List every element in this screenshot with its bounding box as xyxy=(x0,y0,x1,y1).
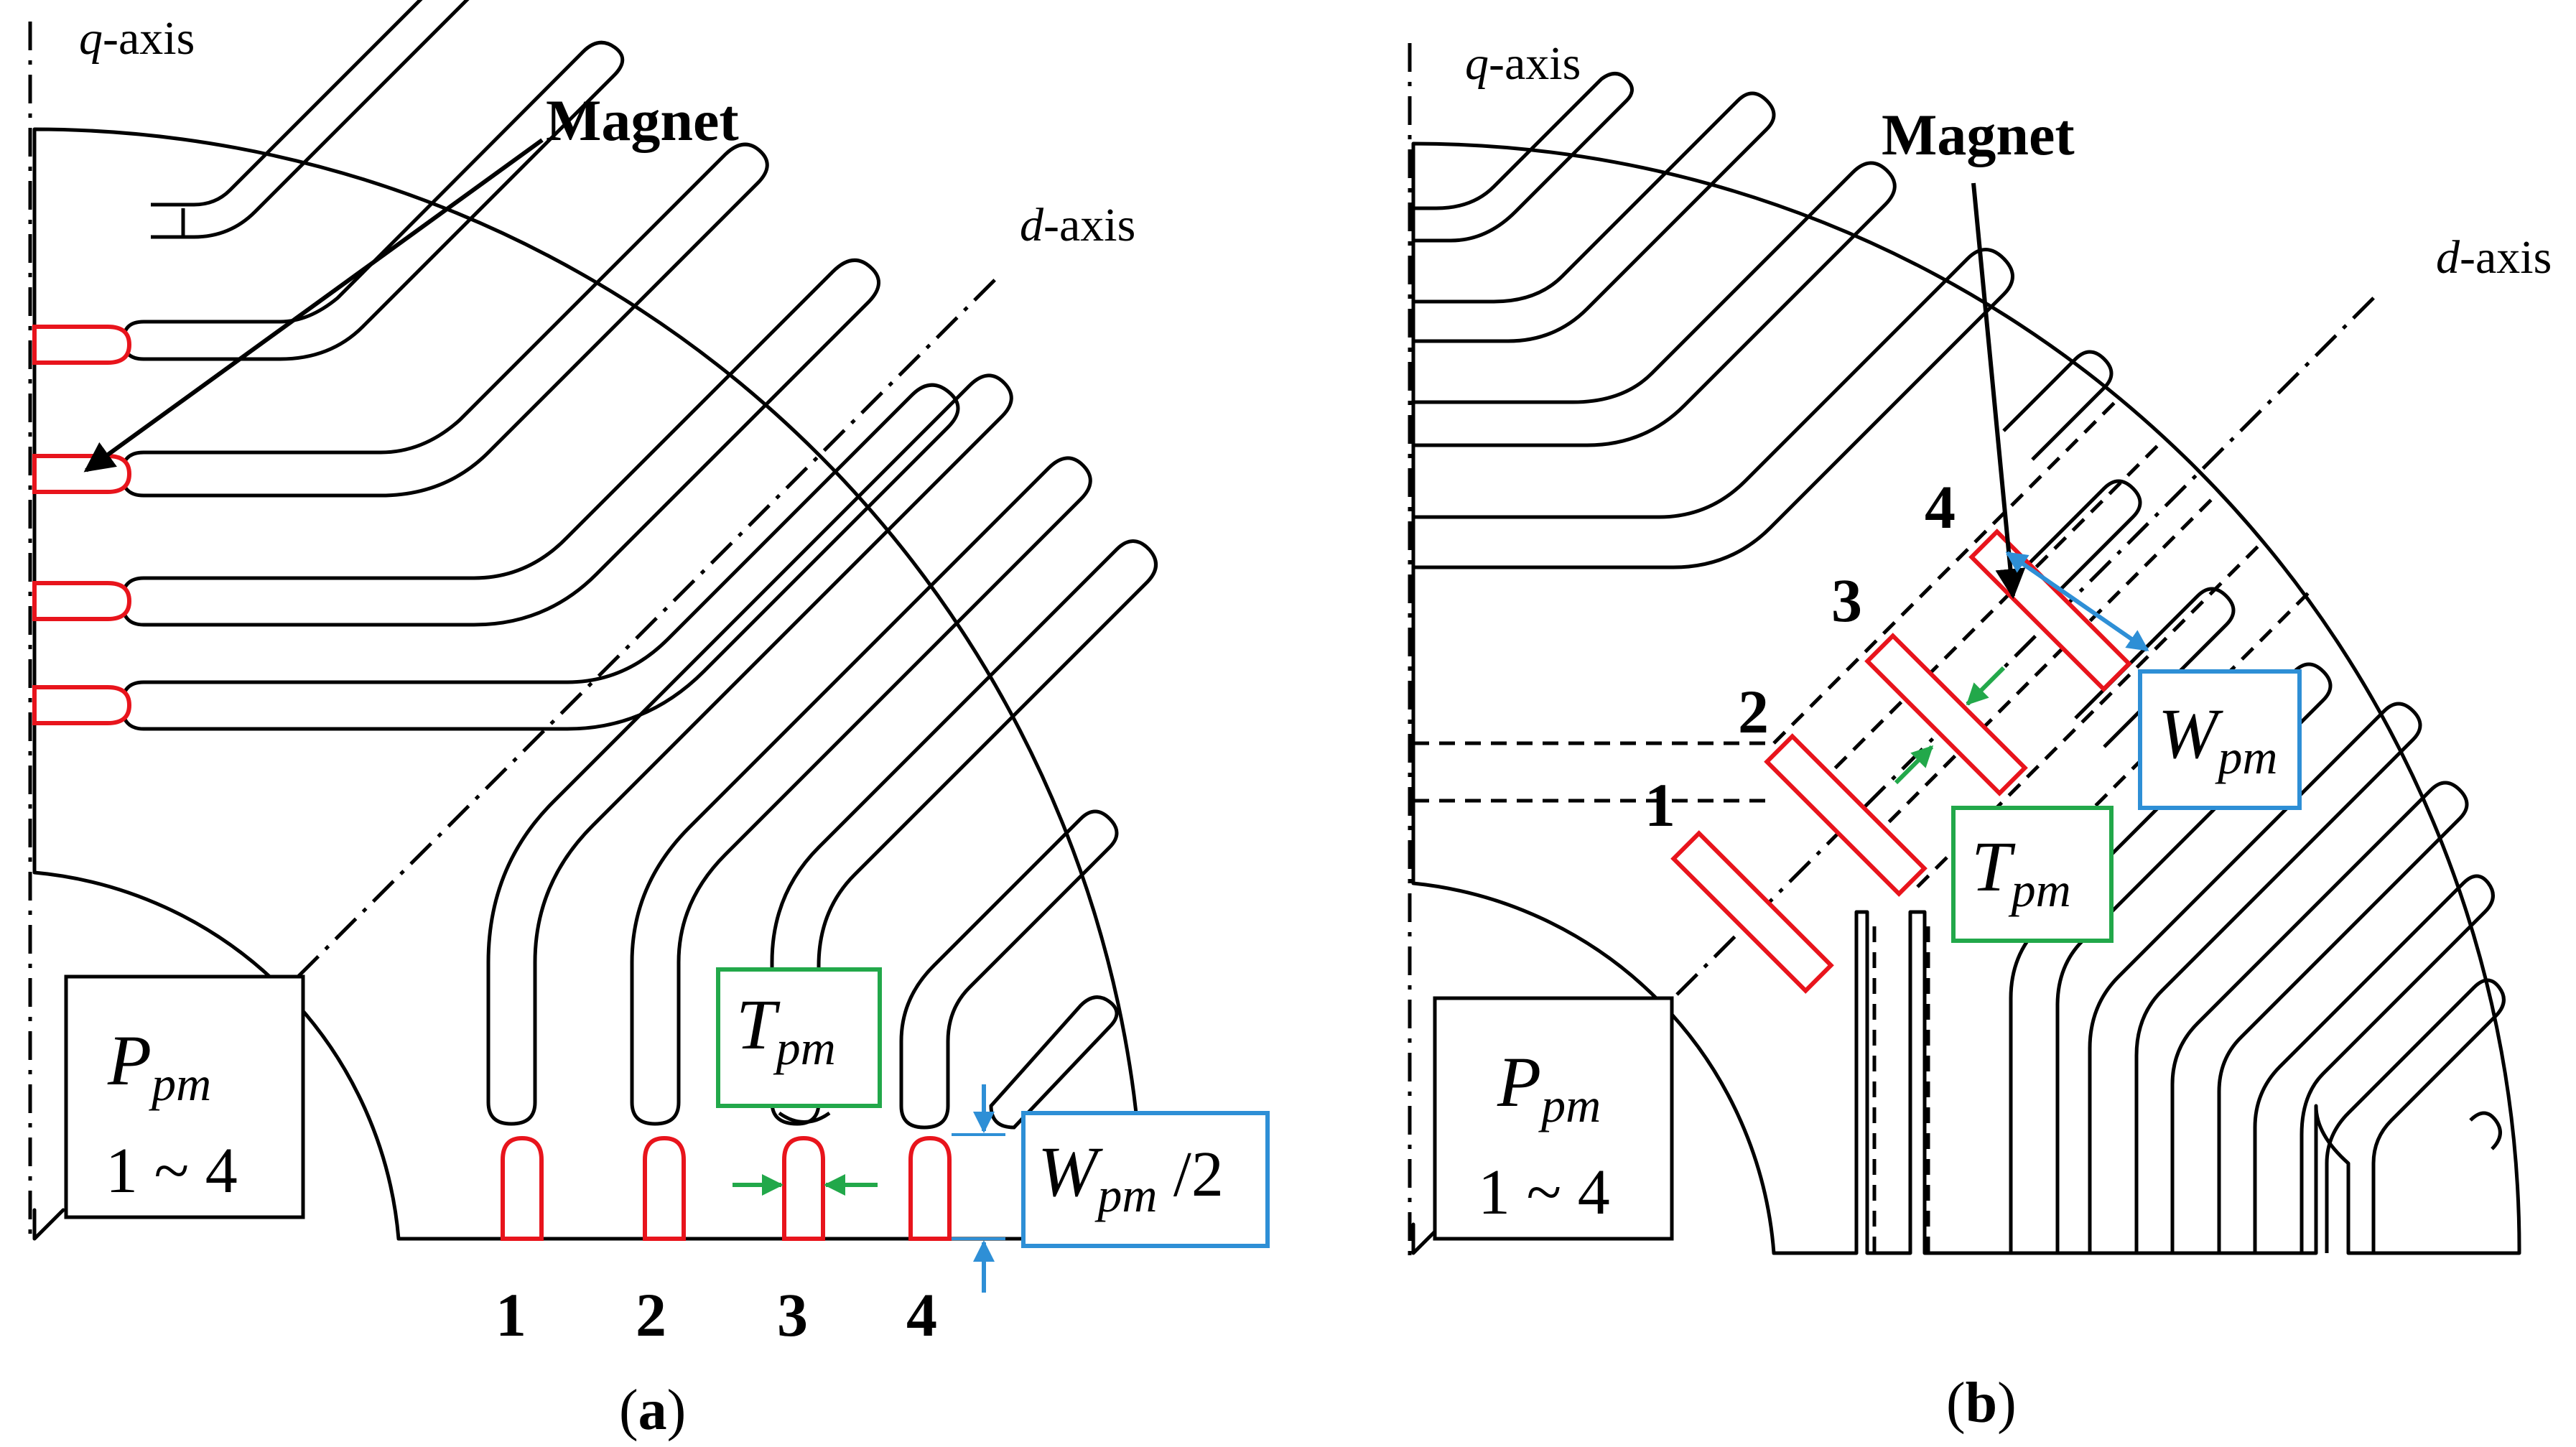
magnet-a-3 xyxy=(782,1135,825,1241)
position-label-a-2: 2 xyxy=(636,1280,666,1349)
caption-a: (a) xyxy=(619,1379,686,1442)
ppm-label-a: Ppm xyxy=(107,1020,211,1111)
tpm-label-a: Tpm xyxy=(736,985,836,1075)
shaft-corner-b xyxy=(1411,1222,1444,1255)
flux-barriers-a xyxy=(120,0,1158,1130)
magnet-label-b: Magnet xyxy=(1882,102,2075,167)
magnet-label-a: Magnet xyxy=(546,88,739,153)
q-axis-label-a: q-axis xyxy=(79,12,195,65)
magnet-leader-b xyxy=(1971,182,2026,600)
tpm-arrow-1-b xyxy=(1894,745,1934,785)
flux-barriers-b xyxy=(1411,72,2506,1253)
panel-b: q-axis d-axis Magnet Ppm 1 ~ 4 Tpm Wpm 1… xyxy=(1408,37,2552,1435)
shaft-corner-a xyxy=(32,1208,65,1241)
tpm-box-a xyxy=(716,967,882,1108)
d-axis-label-a: d-axis xyxy=(1020,199,1135,251)
magnet-a-q-4 xyxy=(32,685,132,725)
rotor-outline-a xyxy=(32,127,1145,1241)
magnet-a-1 xyxy=(501,1135,544,1241)
rotor-outline-b xyxy=(1411,141,2521,1255)
q-axis-label-b: q-axis xyxy=(1465,37,1581,90)
position-label-a-1: 1 xyxy=(496,1280,526,1349)
magnet-a-q-1 xyxy=(32,325,132,365)
wpm-arrow-b xyxy=(2005,551,2149,652)
wpm-label-b: Wpm xyxy=(2158,694,2277,784)
ppm-range-b: 1 ~ 4 xyxy=(1478,1157,1610,1228)
tpm-box-b xyxy=(1951,806,2114,943)
magnet-a-q-2 xyxy=(32,454,132,494)
position-label-a-3: 3 xyxy=(777,1280,808,1349)
dashed-guides-b xyxy=(1413,397,2314,1253)
d-axis-label-b: d-axis xyxy=(2436,231,2552,284)
position-label-b-2: 2 xyxy=(1738,677,1769,746)
magnet-b-3 xyxy=(1864,633,2028,796)
caption-b: (b) xyxy=(1946,1372,2017,1435)
wpm-box-a xyxy=(1021,1111,1270,1248)
ppm-range-a: 1 ~ 4 xyxy=(106,1135,238,1206)
magnet-b-2 xyxy=(1764,733,1928,897)
position-label-a-4: 4 xyxy=(906,1280,937,1349)
ppm-box-a xyxy=(64,974,305,1219)
position-label-b-4: 4 xyxy=(1925,473,1956,541)
d-axis-line-a xyxy=(297,271,1003,978)
ppm-label-b: Ppm xyxy=(1497,1042,1601,1132)
magnet-a-4 xyxy=(908,1135,952,1241)
ppm-box-b xyxy=(1433,996,1674,1241)
position-label-b-3: 3 xyxy=(1831,566,1862,635)
tpm-label-b: Tpm xyxy=(1971,827,2071,917)
magnet-b-1 xyxy=(1670,830,1834,994)
magnet-a-q-3 xyxy=(32,581,132,621)
magnet-b-4 xyxy=(1968,529,2132,692)
wpm-box-b xyxy=(2138,669,2302,810)
panel-a: q-axis d-axis Magnet Ppm 1 ~ 4 Tpm Wpm /… xyxy=(28,0,1270,1442)
wpm-label-a: Wpm /2 xyxy=(1038,1132,1224,1222)
magnet-a-2 xyxy=(643,1135,686,1241)
tpm-arrow-2-b xyxy=(1966,666,2006,706)
magnets-a xyxy=(32,325,952,1241)
position-label-b-1: 1 xyxy=(1645,771,1675,839)
magnet-leader-a xyxy=(83,138,544,473)
